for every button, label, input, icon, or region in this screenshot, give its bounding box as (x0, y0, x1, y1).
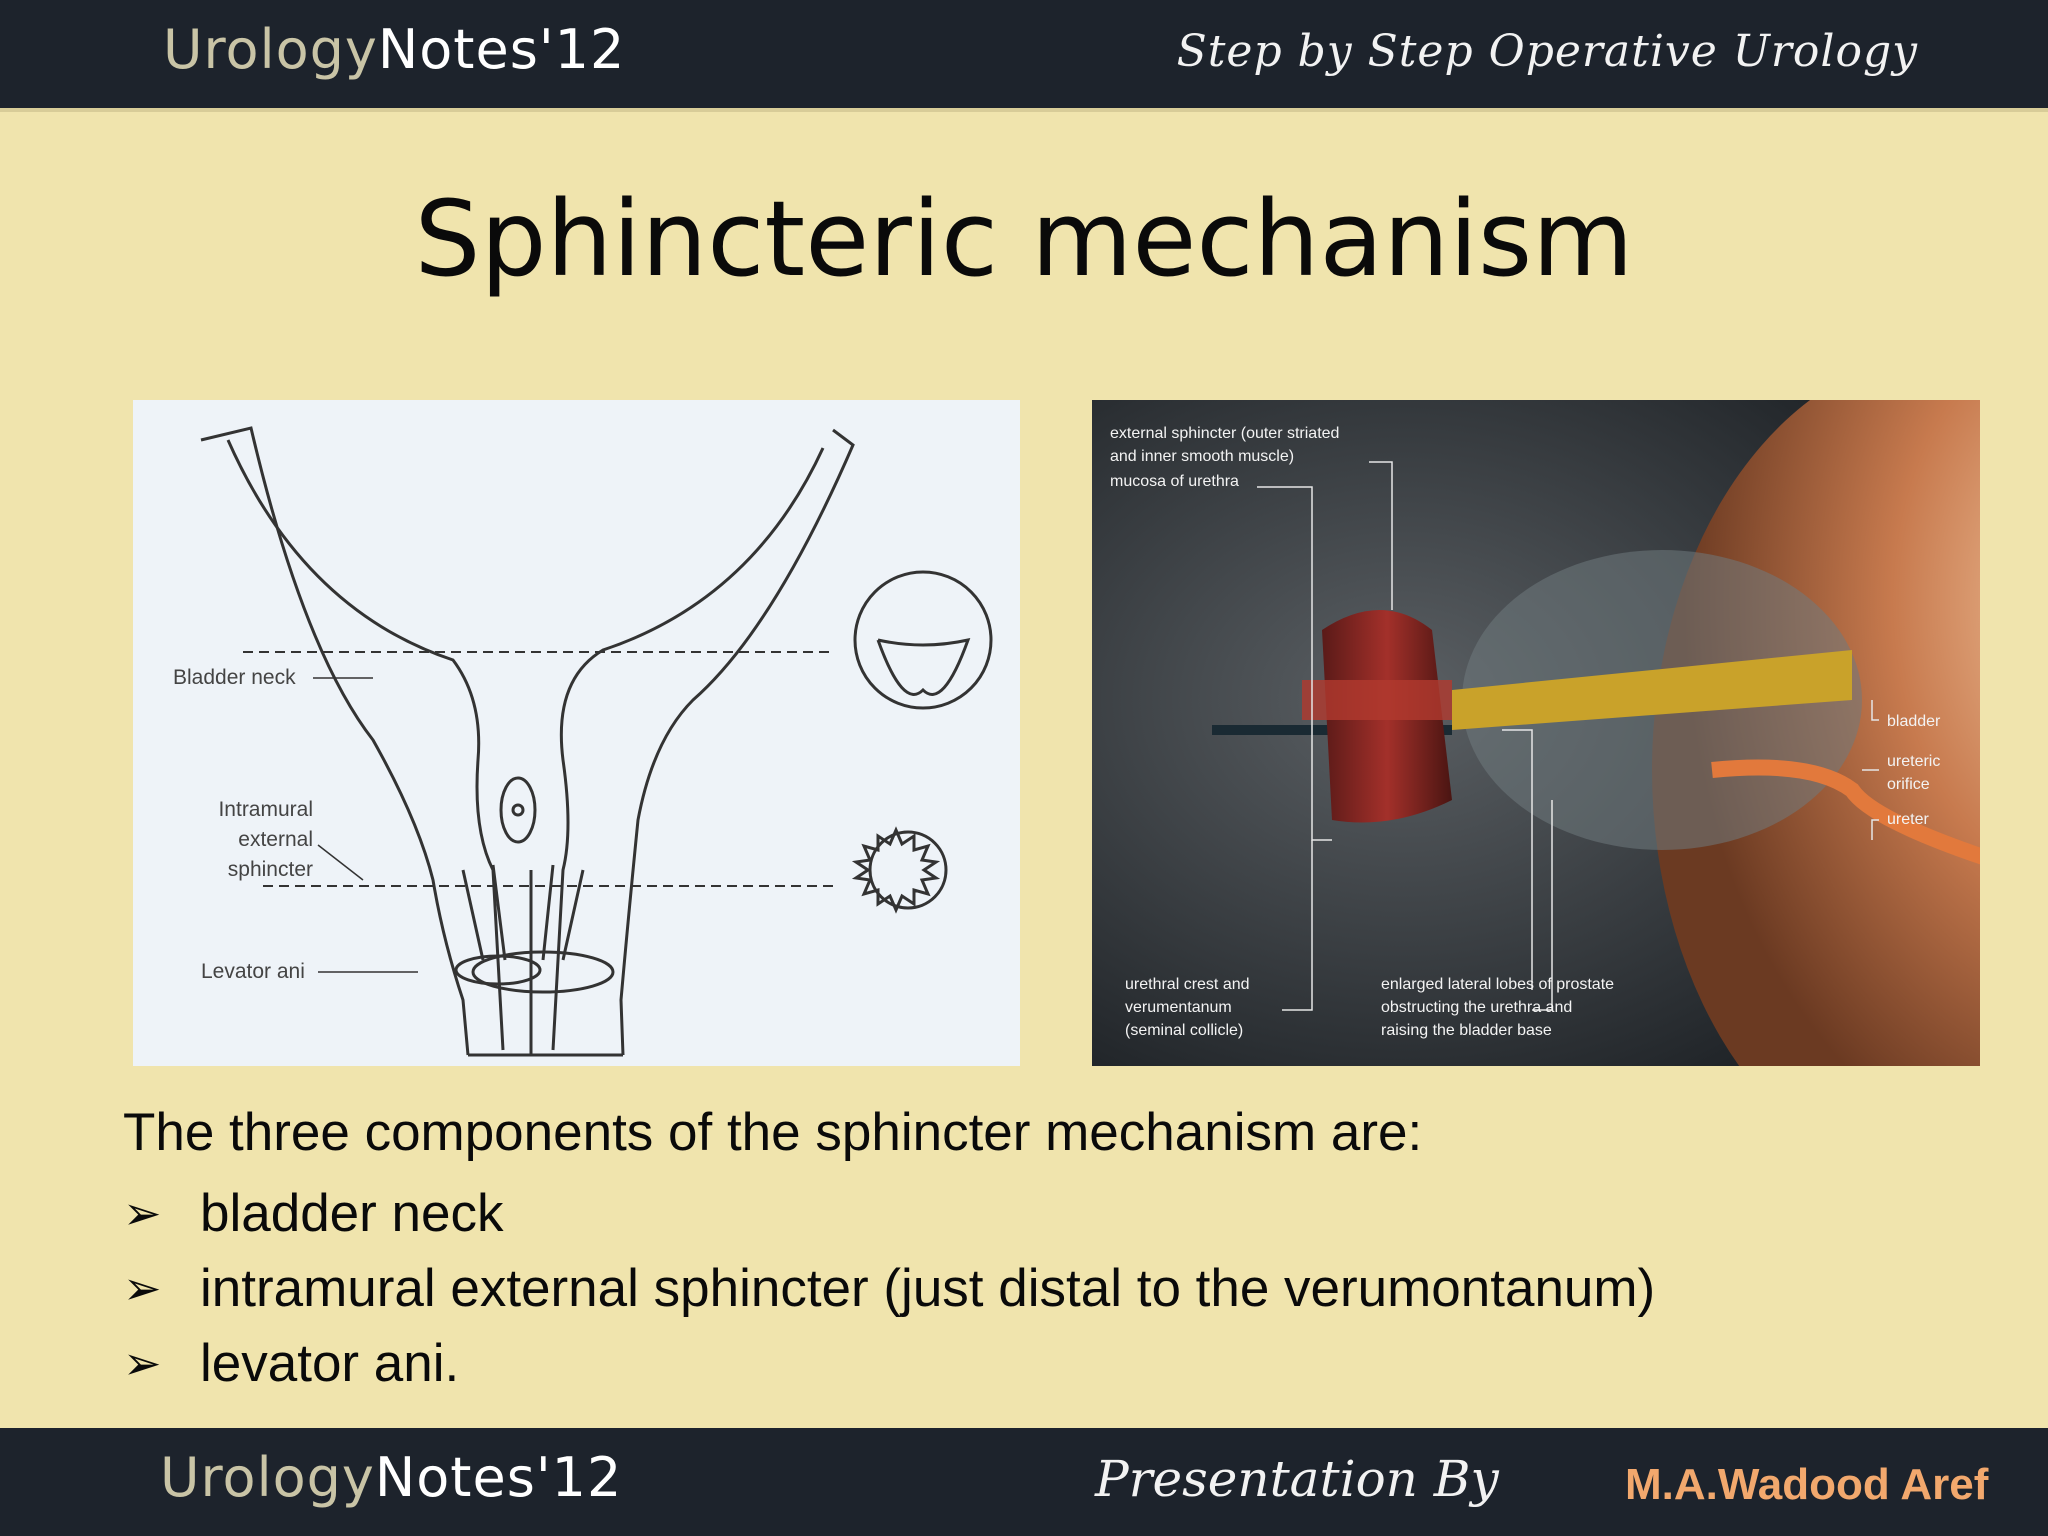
label-mucosa: mucosa of urethra (1110, 473, 1239, 490)
list-item-text: levator ani. (200, 1334, 460, 1393)
prostate-3d-illustration: external sphincter (outer striated and i… (1092, 400, 1980, 1066)
footer-brand-logo: UrologyNotes'12 (160, 1446, 622, 1509)
footer-brand-word-notes: Notes (374, 1446, 536, 1509)
label-bladder-neck: Bladder neck (173, 666, 296, 689)
brand-word-notes: Notes (377, 18, 539, 81)
brand-logo: UrologyNotes'12 (163, 18, 625, 81)
arrow-bullet-icon: ➢ (123, 1187, 162, 1239)
presented-by-label: Presentation By (1095, 1450, 1499, 1508)
brand-year: '12 (538, 18, 626, 81)
list-item: ➢ bladder neck (123, 1176, 1973, 1251)
prostate-rendering (1092, 400, 1980, 1066)
footer-brand-year: '12 (535, 1446, 623, 1509)
arrow-bullet-icon: ➢ (123, 1262, 162, 1314)
bladder-outline-drawing (200, 426, 993, 1057)
bladder-neck-diagram: Bladder neck Intramural external sphinct… (133, 400, 1020, 1066)
author-name: M.A.Wadood Aref (1625, 1460, 1989, 1509)
label-external-sphincter: external sphincter (outer striated and i… (1110, 425, 1340, 465)
component-list: ➢ bladder neck ➢ intramural external sphin… (123, 1176, 1973, 1401)
label-enlarged-lobes: enlarged lateral lobes of prostate obstr… (1381, 976, 1615, 1039)
slide-body: The three components of the sphincter me… (123, 1100, 1973, 1401)
list-item-text: intramural external sphincter (just dist… (200, 1259, 1656, 1318)
label-intramural-line2: external (238, 828, 313, 851)
label-levator-ani: Levator ani (201, 960, 305, 983)
brand-word-urology: Urology (163, 18, 378, 81)
label-urethral-crest: urethral crest and verumentanum (seminal… (1125, 976, 1250, 1039)
label-intramural-line3: sphincter (227, 858, 313, 881)
header-bar: UrologyNotes'12 Step by Step Operative U… (0, 0, 2048, 112)
list-item-text: bladder neck (200, 1184, 504, 1243)
list-item: ➢ intramural external sphincter (just dis… (123, 1251, 1973, 1326)
label-intramural: Intramural external sphincter (193, 795, 313, 885)
label-ureteric-orifice: ureteric orifice (1887, 753, 1941, 793)
label-bladder: bladder (1887, 713, 1941, 730)
arrow-bullet-icon: ➢ (123, 1337, 162, 1389)
slide-title: Sphincteric mechanism (414, 178, 1634, 300)
footer-brand-word-urology: Urology (160, 1446, 375, 1509)
header-tagline: Step by Step Operative Urology (1176, 26, 1918, 77)
list-item: ➢ levator ani. (123, 1326, 1973, 1401)
intro-text: The three components of the sphincter me… (123, 1103, 1423, 1162)
footer-bar: UrologyNotes'12 Presentation By M.A.Wado… (0, 1428, 2048, 1536)
label-ureter: ureter (1887, 811, 1929, 828)
label-intramural-line1: Intramural (218, 798, 313, 821)
